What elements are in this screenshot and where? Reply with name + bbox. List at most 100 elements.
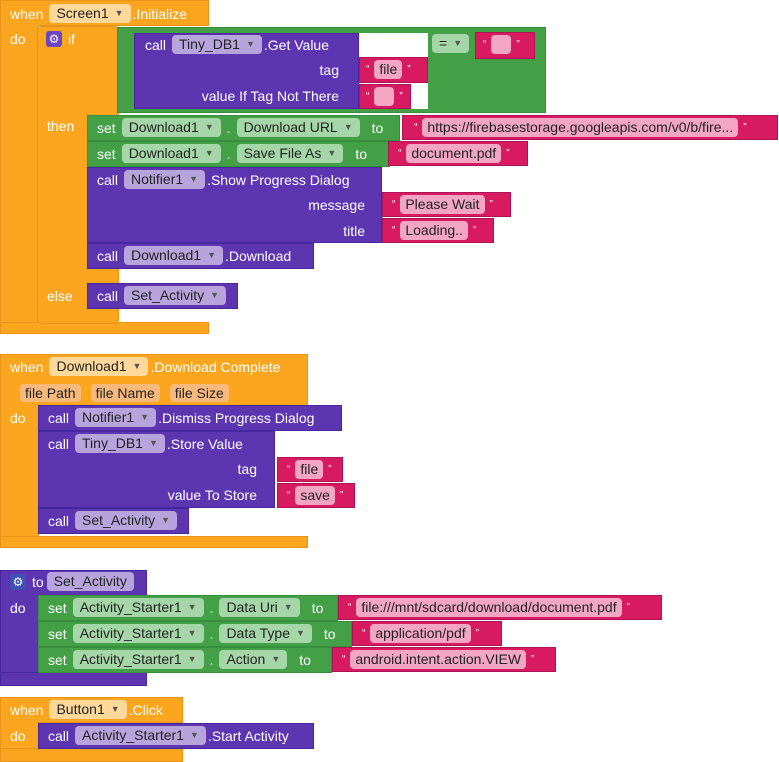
chevron-down-icon: ▼: [204, 148, 214, 158]
property-dropdown[interactable]: Data Uri▼: [219, 598, 300, 617]
to-label: to: [311, 599, 324, 616]
do-label: do: [10, 727, 26, 744]
property-dropdown[interactable]: Data Type▼: [219, 624, 312, 643]
dropdown-value: Download URL: [243, 119, 338, 135]
method-name: .Store Value: [166, 435, 243, 452]
dropdown-value: Download1: [128, 119, 199, 135]
then-label: then: [47, 117, 75, 134]
when-label: when: [10, 358, 44, 375]
text-value[interactable]: save: [295, 486, 335, 505]
dropdown-value: Tiny_DB1: [82, 435, 143, 451]
chevron-down-icon: ▼: [207, 250, 216, 260]
to-label: to: [371, 119, 384, 136]
chevron-down-icon: ▼: [343, 122, 353, 132]
component-dropdown[interactable]: Activity_Starter1 ▼: [72, 598, 204, 617]
property-dropdown[interactable]: Save File As ▼: [236, 144, 344, 163]
event-name: .Click: [128, 701, 163, 718]
chevron-down-icon: ▼: [132, 361, 142, 371]
chevron-down-icon: ▼: [187, 654, 197, 664]
property-dropdown[interactable]: Download URL ▼: [236, 118, 360, 137]
dot-label: .: [226, 145, 231, 162]
set-label: set: [97, 145, 116, 162]
dot-label: .: [209, 625, 214, 642]
component-dropdown[interactable]: Screen1▼: [49, 4, 131, 23]
dropdown-value: Button1: [56, 701, 105, 717]
param-file-path[interactable]: file Path: [20, 383, 81, 402]
chevron-down-icon: ▼: [114, 8, 124, 18]
chevron-down-icon: ▼: [210, 290, 220, 300]
call-label: call: [97, 171, 119, 188]
component-dropdown[interactable]: Download1 ▼: [49, 357, 149, 376]
text-value[interactable]: [491, 35, 512, 54]
event-bottom-bar: [0, 748, 183, 762]
call-label: call: [97, 287, 119, 304]
else-label: else: [47, 287, 73, 304]
chevron-down-icon: ▼: [327, 148, 337, 158]
dropdown-value: Set_Activity: [131, 287, 205, 303]
chevron-down-icon: ▼: [161, 515, 171, 525]
dropdown-value: Save File As: [243, 145, 322, 161]
text-value[interactable]: android.intent.action.VIEW: [350, 650, 527, 669]
to-label: to: [32, 573, 44, 590]
event-name: .Initialize: [132, 5, 188, 22]
dropdown-value: Set_Activity: [82, 512, 156, 528]
dropdown-value: Download1: [56, 358, 127, 374]
chevron-down-icon: ▼: [110, 704, 120, 714]
param-file-size[interactable]: file Size: [169, 383, 229, 402]
set-label: set: [48, 599, 67, 616]
event-bottom-bar: [0, 536, 308, 548]
component-dropdown[interactable]: Notifier1▼: [75, 408, 157, 427]
component-dropdown[interactable]: Activity_Starter1▼: [72, 624, 204, 643]
when-label: when: [10, 5, 44, 22]
procedure-name-field[interactable]: Set_Activity: [46, 572, 134, 591]
chevron-down-icon: ▼: [187, 602, 197, 612]
component-dropdown[interactable]: Download1 ▼: [121, 118, 221, 137]
component-dropdown[interactable]: Activity_Starter1 ▼: [72, 650, 204, 669]
chevron-down-icon: ▼: [296, 628, 305, 638]
do-label: do: [10, 30, 26, 47]
gear-icon[interactable]: ⚙: [46, 30, 62, 47]
chevron-down-icon: ▼: [204, 122, 214, 132]
chevron-down-icon: ▼: [189, 730, 199, 740]
dropdown-value: Notifier1: [131, 171, 184, 187]
chevron-down-icon: ▼: [189, 174, 199, 184]
default-label: value If Tag Not There: [201, 87, 339, 104]
procedure-dropdown[interactable]: Set_Activity ▼: [75, 511, 178, 530]
call-label: call: [48, 512, 70, 529]
to-label: to: [323, 625, 336, 642]
to-label: to: [355, 145, 367, 162]
text-value[interactable]: Please Wait: [400, 195, 485, 214]
gear-icon[interactable]: ⚙: [10, 573, 26, 590]
component-dropdown[interactable]: Tiny_DB1▼: [75, 434, 165, 453]
component-dropdown[interactable]: Notifier1 ▼: [124, 170, 206, 189]
dot-label: .: [226, 119, 231, 136]
component-dropdown[interactable]: Activity_Starter1▼: [75, 726, 206, 745]
param-file-name[interactable]: file Name: [90, 383, 160, 402]
value-label: value To Store: [167, 486, 257, 503]
method-name: .Download: [225, 247, 292, 264]
procedure-dropdown[interactable]: Set_Activity ▼: [124, 286, 227, 305]
text-value[interactable]: [374, 87, 395, 106]
text-value[interactable]: Loading..: [400, 221, 468, 240]
method-name: .Show Progress Dialog: [207, 171, 350, 188]
operator-dropdown[interactable]: =▼: [432, 34, 470, 53]
text-value[interactable]: file: [295, 460, 324, 479]
text-value[interactable]: application/pdf: [370, 624, 471, 643]
event-do-strip: [0, 404, 39, 540]
set-label: set: [97, 119, 116, 136]
text-value[interactable]: file:///mnt/sdcard/download/document.pdf: [356, 598, 622, 617]
component-dropdown[interactable]: Download1▼: [121, 144, 221, 163]
text-value[interactable]: https://firebasestorage.googleapis.com/v…: [422, 118, 739, 137]
component-dropdown[interactable]: Button1 ▼: [49, 700, 127, 719]
dropdown-value: Activity_Starter1: [79, 599, 182, 615]
property-dropdown[interactable]: Action▼: [219, 650, 288, 669]
set-label: set: [48, 651, 67, 668]
text-value[interactable]: document.pdf: [406, 144, 502, 163]
component-dropdown[interactable]: Download1▼: [124, 246, 223, 265]
dropdown-value: Action: [226, 651, 266, 667]
dropdown-value: Activity_Starter1: [79, 651, 182, 667]
component-dropdown[interactable]: Tiny_DB1▼: [172, 35, 262, 54]
text-value[interactable]: file: [374, 60, 403, 79]
dropdown-value: Tiny_DB1: [179, 36, 240, 52]
tag-label: tag: [237, 460, 257, 477]
